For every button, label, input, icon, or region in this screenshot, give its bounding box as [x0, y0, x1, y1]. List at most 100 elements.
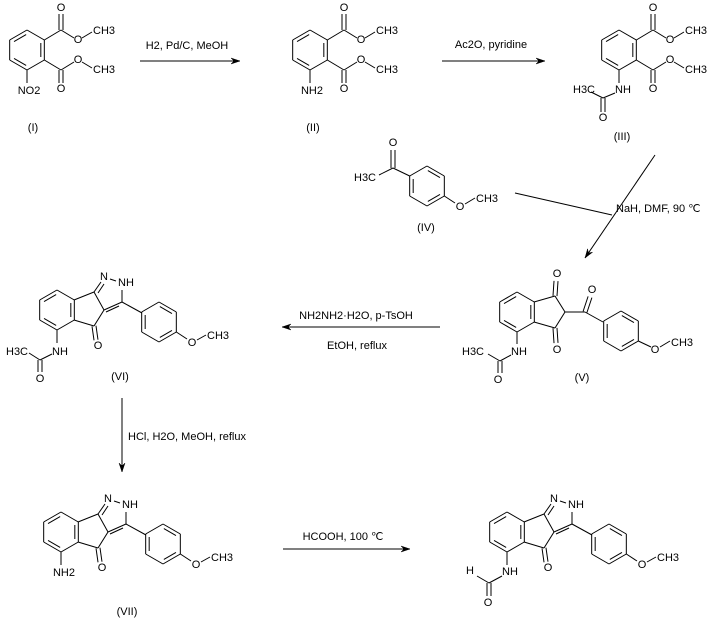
bond: [73, 291, 95, 301]
atom-label: CH3: [685, 25, 707, 37]
bond: [364, 31, 376, 39]
double-bond: [427, 170, 441, 178]
atom-label: NH: [52, 346, 68, 358]
ring-bond: [601, 59, 620, 71]
atom-label: O: [340, 2, 349, 14]
bond: [652, 29, 667, 39]
atom-label: NH2: [53, 567, 75, 579]
bond: [476, 575, 490, 584]
double-bond: [547, 505, 555, 516]
reagent-label: HCl, H2O, MeOH, reflux: [128, 431, 246, 443]
arrowhead-icon: [400, 545, 411, 553]
bond: [176, 331, 188, 340]
atom-label: O: [599, 112, 608, 124]
double-bond: [493, 540, 507, 548]
double-bond: [621, 315, 635, 323]
atom-label: O: [340, 83, 349, 95]
ring-bond: [506, 541, 525, 553]
atom-label: O: [456, 201, 465, 213]
double-bond: [605, 58, 619, 66]
double-bond: [95, 548, 99, 563]
ring-bond: [292, 59, 311, 71]
step-3: NaH, DMF, 90 ℃: [514, 154, 700, 259]
atom-label: H3C: [6, 346, 28, 358]
atom-label: O: [74, 34, 83, 46]
reagent-label: Ac2O, pyridine: [455, 39, 527, 51]
bond: [81, 61, 93, 69]
ring-bond: [39, 319, 58, 331]
ring-bond: [26, 59, 45, 71]
double-bond: [101, 505, 109, 516]
ring-bond: [56, 289, 75, 301]
double-bond: [605, 34, 619, 42]
ring-bond: [489, 511, 508, 523]
step-1: H2, Pd/C, MeOH: [140, 40, 241, 65]
bond: [499, 354, 512, 362]
bond: [73, 319, 95, 327]
atom-label: O: [94, 340, 103, 352]
ring-bond: [43, 541, 62, 553]
bond: [200, 556, 211, 563]
step-2: Ac2O, pyridine: [442, 39, 546, 65]
bond: [327, 29, 345, 41]
atom-label: CH3: [93, 64, 115, 76]
atom-label: O: [649, 83, 658, 95]
atom-label: O: [36, 373, 45, 385]
bond: [590, 91, 604, 99]
atom-label: O: [544, 562, 553, 574]
bond: [533, 321, 556, 329]
bond: [444, 195, 456, 204]
double-bond: [556, 281, 559, 297]
ring-bond: [516, 321, 535, 333]
ring-bond: [618, 29, 637, 41]
ring-bond: [409, 165, 428, 177]
ring-bond: [608, 553, 627, 565]
compound-label: (VI): [111, 371, 129, 383]
atom-label: CH3: [376, 25, 398, 37]
bond: [77, 513, 99, 523]
atom-label: CH3: [207, 330, 229, 342]
atom-label: O: [357, 34, 366, 46]
double-bond: [556, 327, 559, 343]
double-bond: [97, 283, 105, 294]
ring-bond: [43, 511, 62, 523]
double-bond: [503, 296, 517, 304]
bond: [533, 295, 556, 303]
atom-label: O: [651, 344, 660, 356]
atom-label: NH: [511, 346, 527, 358]
reagent-label: NaH, DMF, 90 ℃: [616, 203, 700, 215]
reagent-label: H2, Pd/C, MeOH: [146, 40, 229, 52]
ring-bond: [309, 59, 328, 71]
atom-label: CH3: [93, 25, 115, 37]
bond: [39, 353, 53, 361]
double-bond: [552, 328, 555, 344]
double-bond: [503, 320, 517, 328]
arrowhead-icon: [535, 57, 546, 65]
double-bond: [95, 325, 99, 340]
bond: [44, 59, 62, 71]
bond: [638, 340, 652, 348]
ring-bond: [60, 541, 79, 553]
atom-label: O: [74, 54, 83, 66]
double-bond: [47, 540, 61, 548]
step-5: HCl, H2O, MeOH, reflux: [118, 398, 246, 473]
atom-label: CH3: [657, 552, 679, 564]
atom-label: O: [588, 284, 597, 296]
bond: [543, 513, 555, 533]
atom-label: N: [100, 271, 108, 283]
bond: [81, 31, 93, 39]
atom-label: N: [104, 493, 112, 505]
double-bond: [47, 516, 61, 524]
atom-label: O: [553, 268, 562, 280]
ring-bond: [426, 165, 445, 177]
atom-label: O: [188, 337, 197, 349]
double-bond: [621, 339, 635, 347]
step-6: HCOOH, 100 ℃: [283, 531, 411, 553]
bond: [93, 309, 105, 327]
bond: [523, 541, 545, 549]
double-bond: [163, 528, 177, 536]
bond: [543, 503, 552, 515]
double-bond: [99, 547, 103, 562]
double-bond: [163, 552, 177, 560]
bond: [343, 61, 358, 71]
